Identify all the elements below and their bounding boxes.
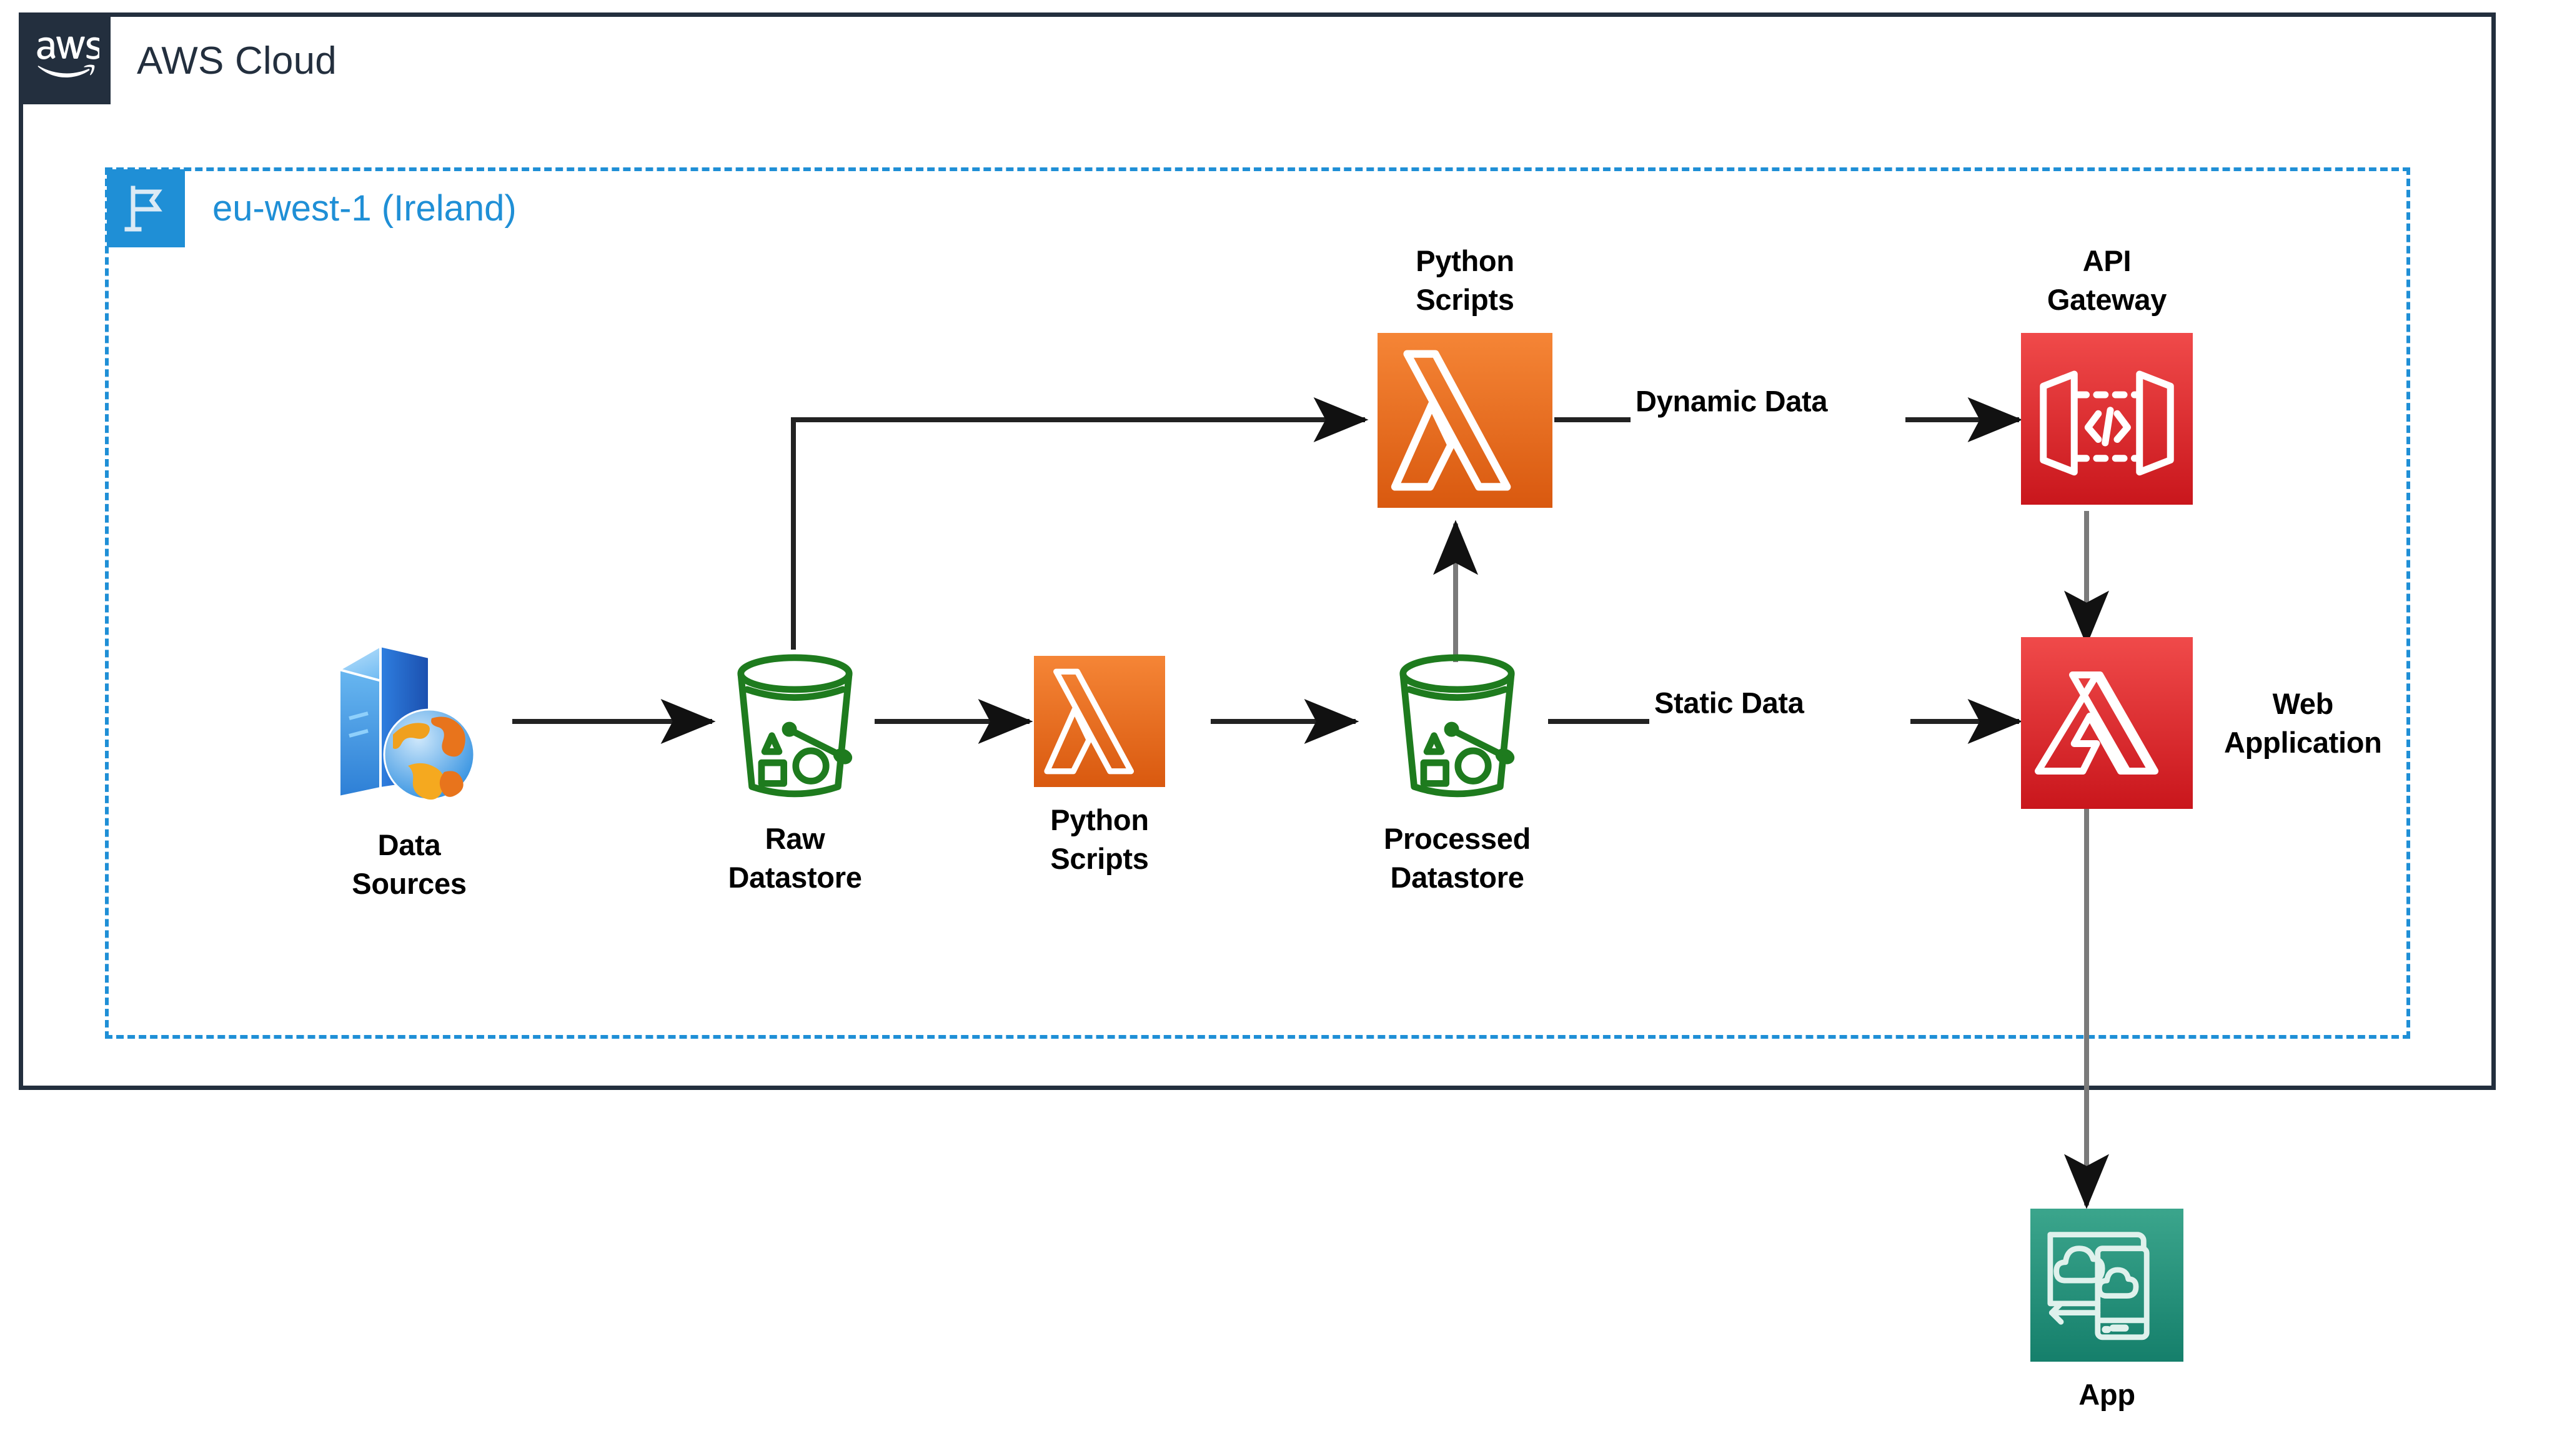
aws-cloud-header: AWS Cloud bbox=[23, 17, 337, 104]
node-raw-datastore[interactable]: Raw Datastore bbox=[715, 646, 875, 894]
edge-label-dynamic-data: Dynamic Data bbox=[1636, 384, 1828, 418]
node-label-processed-datastore: Processed Datastore bbox=[1383, 822, 1531, 894]
amplify-icon bbox=[2021, 637, 2193, 809]
node-label-app: App bbox=[2078, 1378, 2135, 1411]
node-web-application[interactable]: Web Application bbox=[2021, 637, 2382, 809]
server-globe-icon bbox=[335, 643, 475, 801]
node-processed-datastore[interactable]: Processed Datastore bbox=[1378, 646, 1537, 894]
node-app[interactable]: App bbox=[2030, 1209, 2183, 1411]
region-flag-icon bbox=[107, 169, 185, 247]
node-label-api-gateway: API Gateway bbox=[2047, 244, 2167, 316]
aws-cloud-title: AWS Cloud bbox=[137, 39, 337, 82]
region-group: eu-west-1 (Ireland) bbox=[105, 167, 2410, 1039]
node-label-raw-datastore: Raw Datastore bbox=[728, 822, 862, 894]
s3-bucket-icon bbox=[1399, 654, 1515, 798]
api-gateway-icon bbox=[2021, 333, 2193, 505]
s3-bucket-icon bbox=[737, 654, 853, 798]
node-label-data-sources: Data Sources bbox=[352, 828, 467, 901]
node-api-gateway[interactable]: API Gateway bbox=[2021, 244, 2193, 505]
node-data-sources[interactable]: Data Sources bbox=[315, 625, 503, 900]
node-label-web-application: Web Application bbox=[2224, 686, 2382, 759]
region-title: eu-west-1 (Ireland) bbox=[212, 188, 517, 229]
node-python-scripts-lower[interactable]: Python Scripts bbox=[1034, 656, 1165, 875]
lambda-icon bbox=[1378, 333, 1552, 508]
lambda-icon bbox=[1034, 656, 1165, 787]
node-label-python-scripts-upper: Python Scripts bbox=[1416, 244, 1514, 316]
region-header: eu-west-1 (Ireland) bbox=[107, 169, 517, 247]
node-label-python-scripts-lower: Python Scripts bbox=[1050, 803, 1149, 876]
mobile-app-icon bbox=[2030, 1209, 2183, 1362]
aws-logo-icon bbox=[23, 17, 111, 104]
node-python-scripts-upper[interactable]: Python Scripts bbox=[1378, 244, 1552, 508]
edge-label-static-data: Static Data bbox=[1654, 686, 1804, 720]
